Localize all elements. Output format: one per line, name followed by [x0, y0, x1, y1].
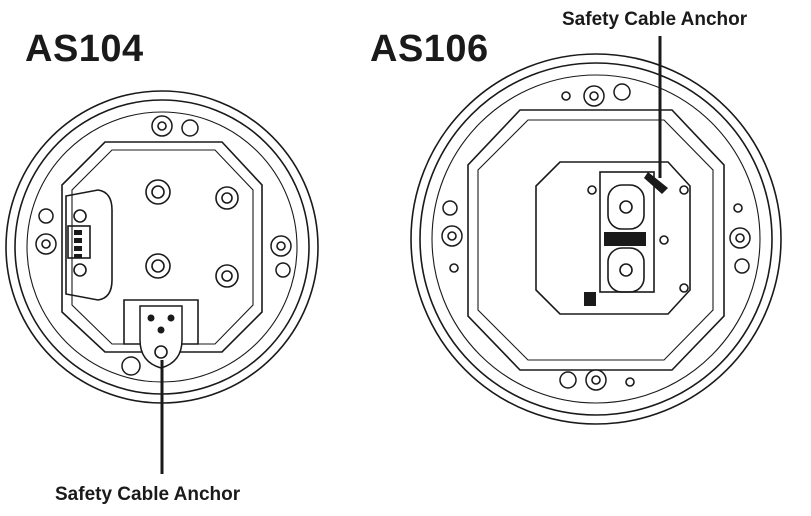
as104-clamp-top — [151, 115, 199, 137]
as104-baffle — [61, 141, 263, 353]
as106-clamp-right — [729, 203, 751, 274]
as106-mounting-plate — [535, 161, 691, 315]
as104-title: AS104 — [25, 28, 144, 70]
as106-baffle-inner — [477, 119, 714, 361]
as104-terminal-pin — [74, 238, 82, 243]
as104-bolt — [145, 253, 171, 279]
as106-baffle — [467, 109, 725, 371]
as106-safety-anchor — [644, 172, 668, 194]
as106-inner-ring — [431, 74, 761, 404]
as104-terminal-pin — [74, 246, 82, 251]
as106-clamp-left — [441, 200, 463, 273]
as104-anchor-hole — [154, 345, 168, 359]
as104-bolt — [215, 186, 239, 210]
as104-clamp-left — [35, 208, 57, 255]
as104-safety-cable-anchor-label: Safety Cable Anchor — [55, 484, 241, 505]
as104-bolt — [145, 179, 171, 205]
as106-clamp-bottom — [559, 369, 635, 391]
as104-bolt — [215, 264, 239, 288]
as104-anchor-frame — [123, 299, 199, 345]
as104-clamp-right — [270, 235, 292, 278]
as106-safety-cable-anchor-label: Safety Cable Anchor — [562, 9, 748, 30]
as104-terminal-screw — [73, 263, 87, 277]
as104-clamp-bottom — [121, 356, 141, 376]
as106-cable-clip — [604, 232, 646, 246]
as106-trim-ring — [419, 62, 773, 416]
as104-terminal-pin — [74, 254, 82, 258]
as104-terminal-housing — [65, 189, 113, 301]
as104-baffle-inner — [71, 149, 254, 345]
as104-terminal-screw — [73, 209, 87, 223]
as106-bracket-slot — [607, 247, 645, 293]
as104-terminal-pin — [74, 230, 82, 235]
as106-speaker — [410, 36, 782, 425]
as106-outer-ring — [410, 53, 782, 425]
as106-clamp-top — [561, 83, 631, 107]
as104-speaker — [5, 90, 319, 474]
as106-bracket-slot — [607, 184, 645, 230]
as106-title: AS106 — [370, 28, 489, 70]
